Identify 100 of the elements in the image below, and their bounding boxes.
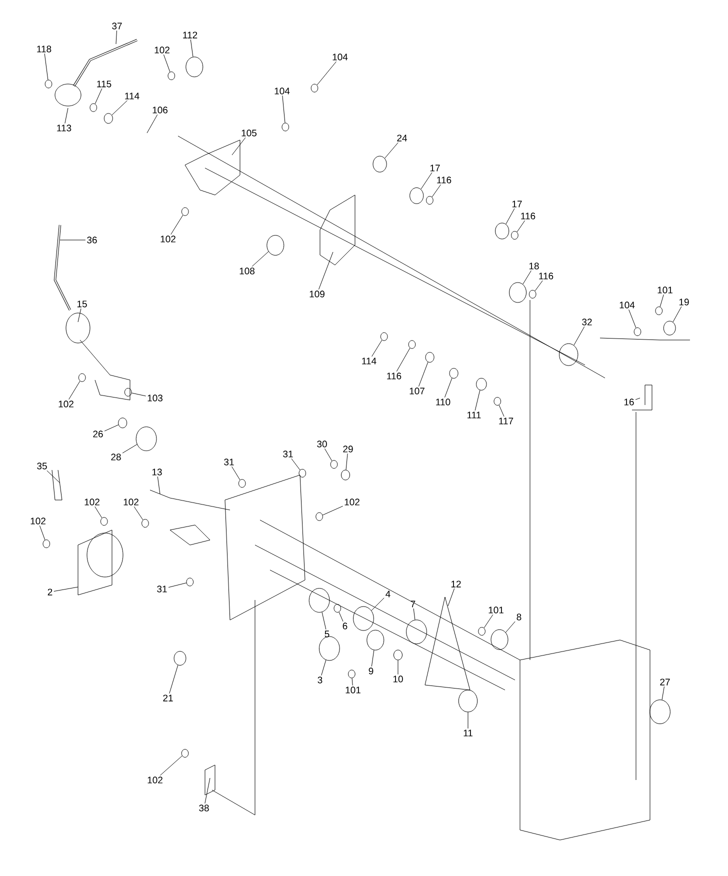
leader-line (104, 424, 119, 432)
callout-number: 101 (346, 686, 360, 694)
leader-line (574, 326, 585, 346)
roller-part (308, 588, 330, 613)
callout-number: 16 (624, 398, 634, 406)
leader-line (64, 108, 68, 124)
leader-line (413, 608, 416, 620)
callout-number: 18 (529, 262, 539, 270)
callout-number: 7 (410, 600, 416, 608)
roller-part (282, 122, 290, 132)
roller-part (334, 604, 342, 613)
callout-number: 102 (58, 400, 74, 408)
leader-line (444, 378, 452, 398)
leader-line (68, 380, 80, 400)
roller-part (426, 196, 434, 205)
leader-line (44, 53, 48, 80)
leader-line (78, 308, 82, 322)
leader-line (318, 252, 334, 290)
callout-number: 17 (512, 200, 522, 208)
leader-line (672, 306, 682, 322)
callout-number: 101 (658, 286, 672, 294)
leader-line (168, 582, 187, 588)
callout-number: 30 (317, 440, 327, 448)
callout-number: 19 (679, 298, 689, 306)
leader-line (396, 348, 410, 372)
leader-line (160, 756, 182, 776)
callout-number: 27 (660, 678, 670, 686)
callout-number: 15 (77, 300, 87, 308)
callout-number: 116 (521, 212, 536, 220)
roller-part (348, 670, 356, 678)
roller-part (174, 651, 186, 666)
roller-part (238, 479, 246, 488)
callout-number: 17 (430, 164, 440, 172)
leader-line (371, 650, 374, 667)
roller-part (394, 650, 402, 660)
roller-part (372, 156, 387, 172)
leader-line (122, 444, 138, 454)
leader-line (522, 270, 532, 284)
leader-line (204, 778, 210, 804)
callout-number: 116 (387, 372, 402, 380)
roller-part (366, 630, 384, 650)
leader-line (322, 612, 326, 630)
callout-number: 101 (488, 606, 504, 614)
leader-line (484, 614, 494, 628)
leader-line (338, 612, 344, 622)
leader-line (232, 466, 240, 480)
leader-line (346, 453, 348, 470)
callout-number: 8 (516, 614, 522, 620)
callout-number: 31 (283, 450, 293, 458)
leader-line (146, 114, 158, 134)
leader-line (662, 686, 664, 700)
leader-line (506, 208, 515, 224)
roller-part (634, 327, 642, 336)
leader-line (116, 30, 117, 44)
leader-line (352, 678, 353, 686)
leader-line (635, 398, 640, 400)
leader-line (432, 184, 441, 198)
leader-line (420, 172, 432, 190)
roller-part (136, 426, 157, 452)
leader-line (324, 448, 332, 462)
roller-part (408, 340, 416, 349)
roller-part (168, 72, 176, 80)
roller-part (410, 187, 424, 204)
callout-number: 117 (499, 418, 514, 424)
callout-number: 35 (37, 462, 47, 470)
leader-line (232, 137, 246, 156)
leader-line (190, 39, 194, 58)
leader-line (660, 294, 664, 308)
leader-line (384, 142, 398, 159)
leader-line (372, 340, 382, 357)
callout-number: 11 (464, 730, 472, 736)
roller-part (490, 629, 508, 650)
roller-part (663, 320, 676, 336)
roller-part (449, 368, 458, 379)
callout-number: 6 (342, 622, 348, 630)
roller-part (559, 343, 578, 366)
callout-number: 28 (111, 454, 121, 460)
callout-number: 26 (93, 430, 103, 438)
callout-number: 102 (160, 236, 176, 242)
leader-line (474, 390, 480, 411)
callout-number: 102 (30, 518, 46, 524)
callout-number: 106 (152, 106, 168, 114)
roller-part (425, 352, 434, 363)
leader-line (131, 392, 146, 396)
callout-number: 36 (87, 236, 97, 244)
roller-part (330, 460, 338, 469)
callout-number: 12 (451, 580, 461, 588)
callout-number: 102 (344, 498, 360, 506)
roller-part (316, 512, 323, 521)
roller-part (181, 207, 189, 216)
callout-number: 29 (343, 446, 353, 452)
roller-part (495, 222, 510, 240)
callout-number: 109 (310, 290, 324, 298)
roller-part (100, 517, 108, 526)
callout-number: 104 (274, 88, 290, 94)
callout-number: 104 (332, 54, 348, 60)
leader-line (252, 251, 269, 267)
callout-number: 21 (163, 694, 173, 702)
leader-line (157, 476, 160, 494)
callout-number: 10 (393, 676, 403, 682)
